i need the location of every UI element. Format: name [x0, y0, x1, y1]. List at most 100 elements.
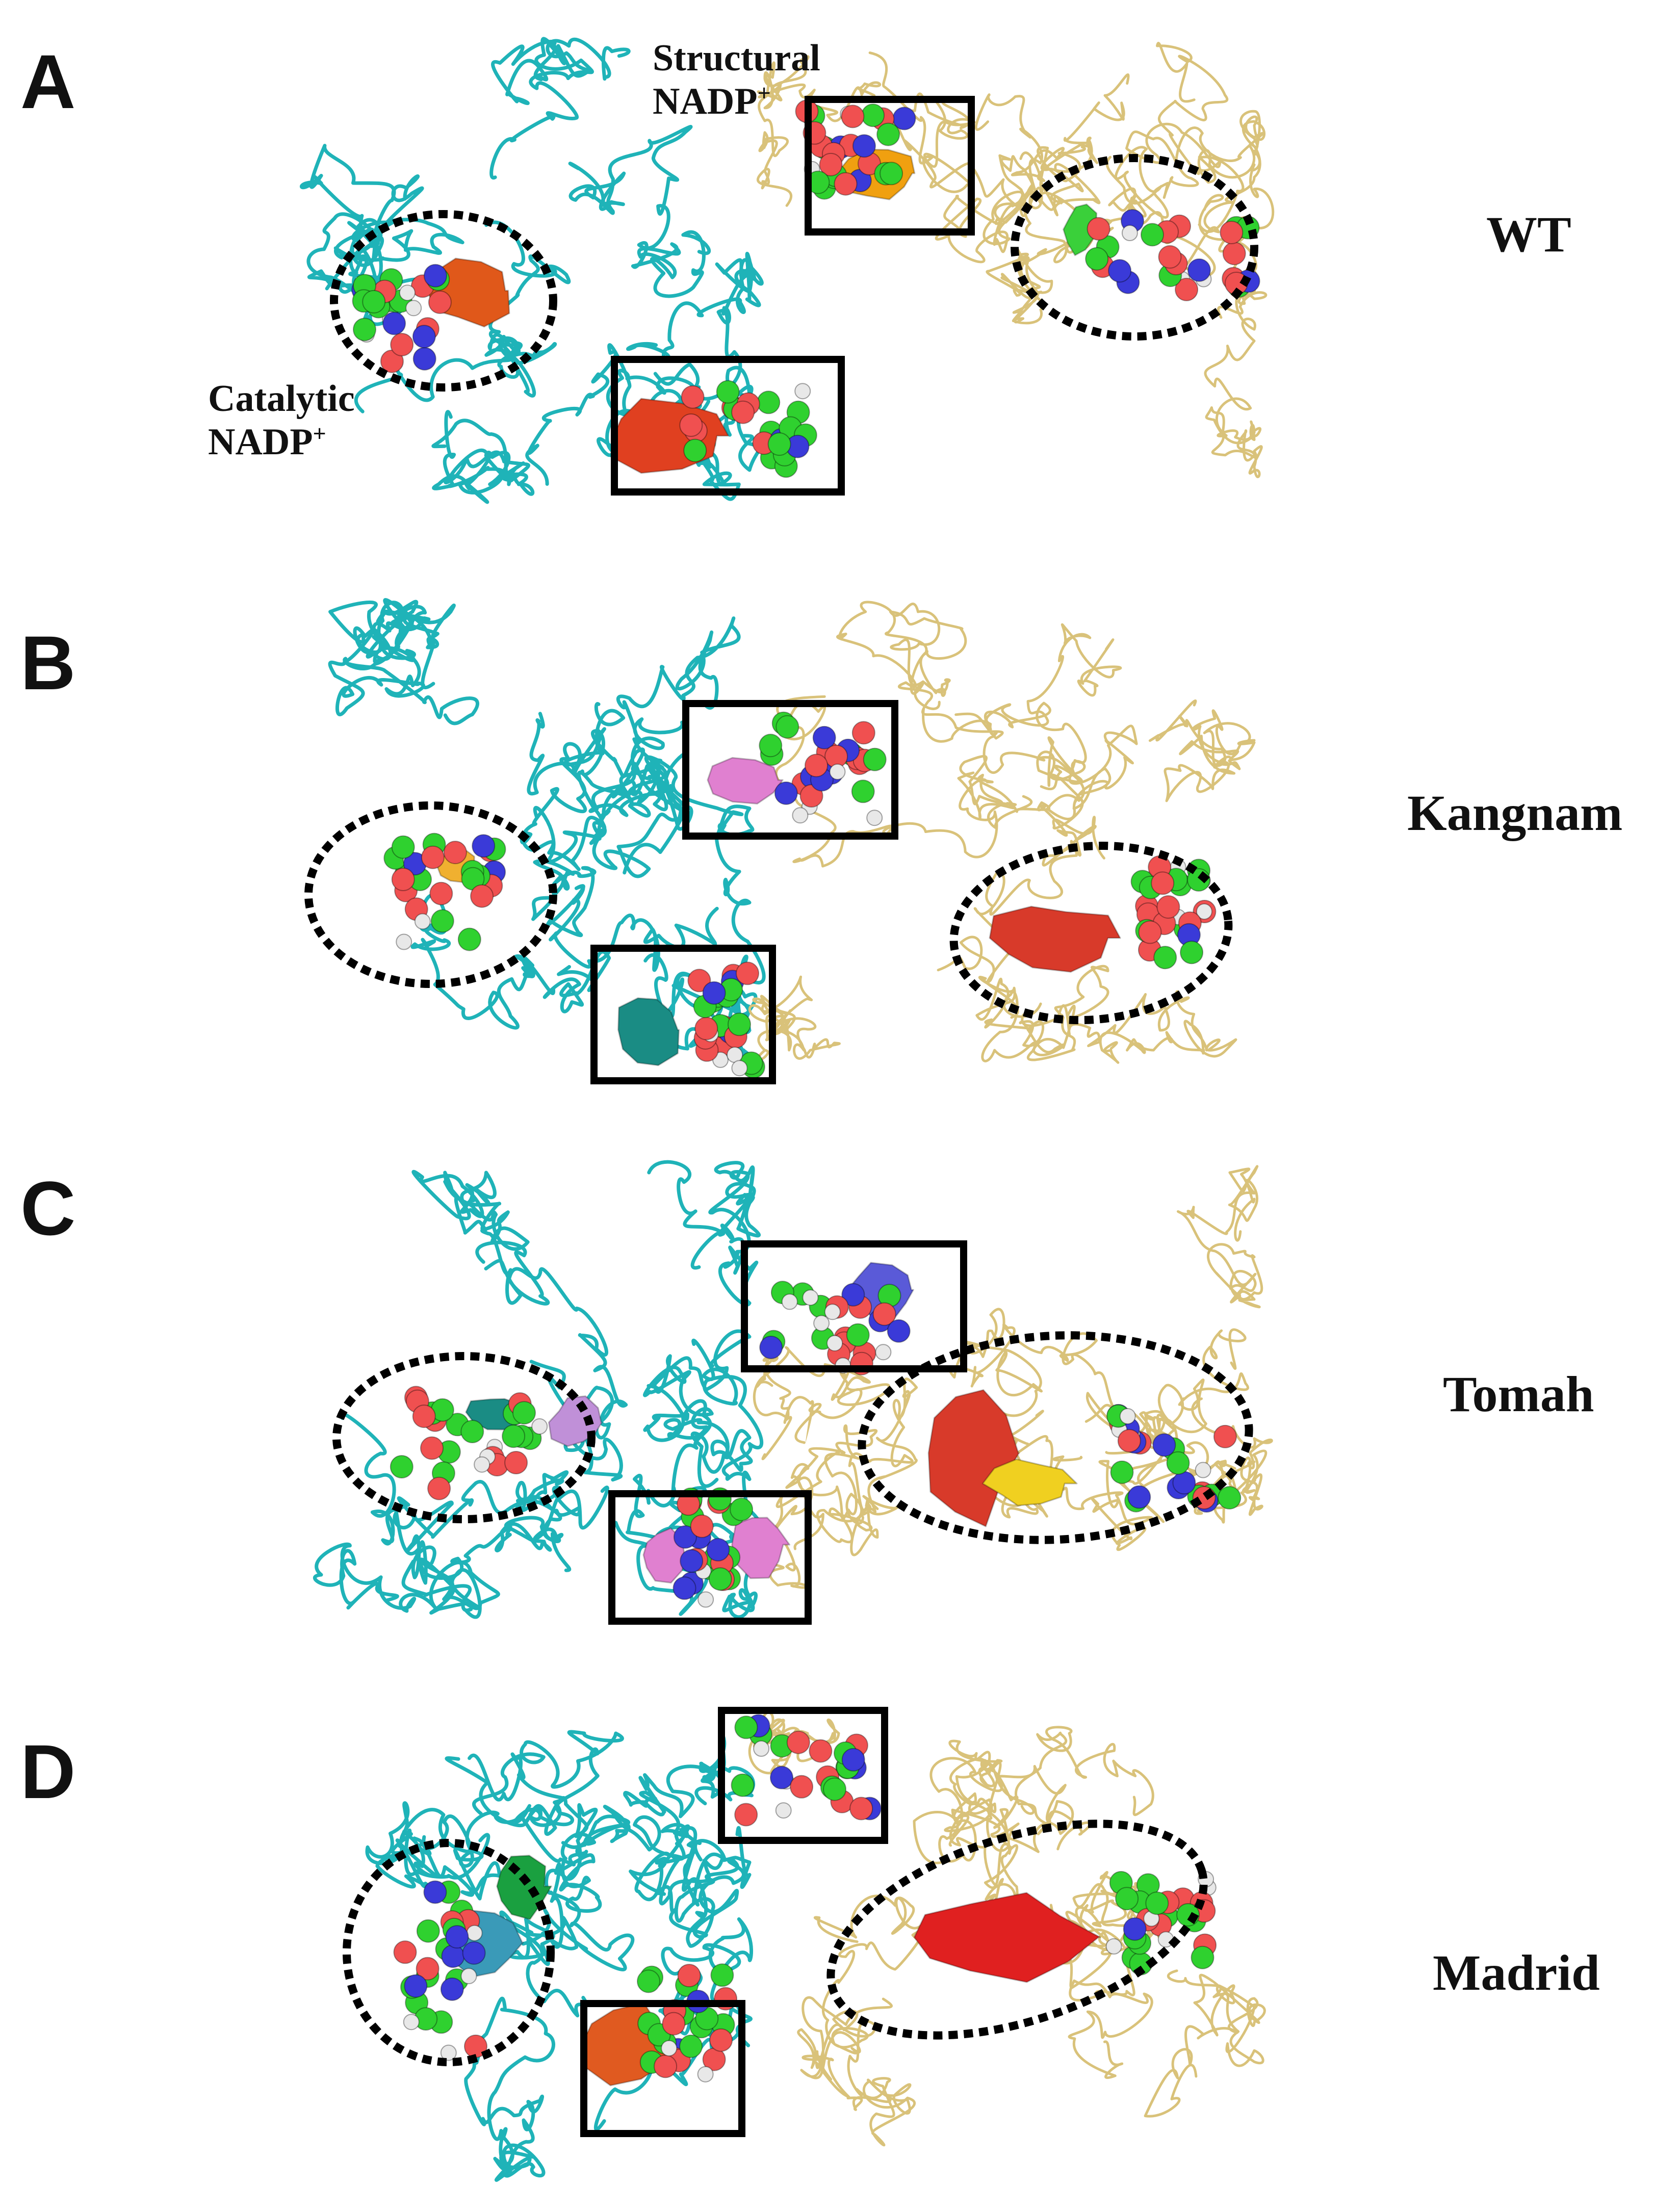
- atom-sphere: [767, 432, 791, 456]
- chain-a-backbone: [629, 1826, 745, 1948]
- atom-sphere: [734, 1715, 758, 1739]
- atom-sphere: [851, 779, 875, 803]
- atom-sphere: [673, 1525, 697, 1549]
- chain-b-backbone: [1036, 724, 1138, 860]
- atom-sphere: [404, 1974, 428, 1998]
- atom-sphere: [662, 2012, 686, 2036]
- atom-sphere: [1158, 245, 1182, 269]
- atom-sphere: [460, 1968, 477, 1985]
- chain-b-backbone: [748, 1711, 840, 1775]
- chain-b-backbone: [1021, 990, 1237, 1064]
- chain-a-backbone: [299, 144, 464, 294]
- atom-sphere: [863, 747, 887, 771]
- atom-sphere: [416, 1919, 440, 1943]
- atom-sphere: [677, 1964, 701, 1988]
- atom-sphere: [1195, 1462, 1211, 1478]
- atom-sphere: [823, 1777, 846, 1801]
- chain-a-backbone: [393, 1470, 581, 1579]
- chain-b-backbone: [763, 1424, 878, 1589]
- structural-nadp-label: Structural NADP+: [653, 37, 820, 123]
- atom-sphere: [872, 1302, 896, 1326]
- chain-b-backbone: [935, 154, 1092, 264]
- atom-sphere: [420, 1436, 444, 1460]
- nadp-spacefill: [1106, 1403, 1242, 1513]
- atom-sphere: [790, 1775, 814, 1799]
- atom-sphere: [753, 1740, 770, 1757]
- atom-sphere: [809, 1739, 833, 1763]
- chain-a-backbone: [401, 1485, 609, 1619]
- atom-sphere: [1166, 1451, 1190, 1475]
- atom-sphere: [679, 2034, 703, 2058]
- atom-sphere: [819, 152, 843, 176]
- atom-sphere: [681, 385, 705, 409]
- protein-structure-panel: [299, 37, 1275, 504]
- atom-sphere: [380, 349, 404, 373]
- atom-sphere: [470, 884, 494, 908]
- ligand-surface: [913, 1892, 1101, 1983]
- atom-sphere: [759, 734, 783, 758]
- atom-sphere: [399, 284, 416, 301]
- nadp-spacefill: [731, 1714, 882, 1827]
- chain-b-backbone: [1177, 1165, 1263, 1309]
- chain-a-backbone: [464, 1996, 555, 2182]
- atom-sphere: [390, 333, 414, 356]
- atom-sphere: [423, 264, 447, 288]
- panel-d: D Madrid: [0, 1687, 1680, 2210]
- catalytic-site-oval: [343, 1839, 555, 2066]
- atom-sphere: [429, 881, 453, 905]
- chain-b-backbone: [748, 975, 841, 1063]
- panel-letter-b: B: [20, 620, 76, 706]
- chain-a-backbone: [533, 616, 741, 878]
- atom-sphere: [391, 835, 415, 859]
- atom-sphere: [1196, 903, 1212, 920]
- atom-sphere: [770, 1765, 793, 1789]
- catalytic-site-oval: [330, 210, 557, 392]
- atom-sphere: [405, 300, 422, 317]
- chain-a-backbone: [489, 37, 631, 180]
- structural-label-sup: +: [757, 80, 771, 106]
- atom-sphere: [1156, 895, 1180, 919]
- atom-sphere: [731, 400, 755, 424]
- atom-sphere: [813, 1315, 830, 1332]
- atom-sphere: [403, 2014, 420, 2031]
- panel-c: C Tomah: [0, 1127, 1680, 1687]
- ligand-surface: [981, 1458, 1078, 1506]
- chain-b-backbone: [1187, 1397, 1273, 1524]
- atom-sphere: [1117, 1429, 1141, 1453]
- nadp-spacefill: [351, 264, 452, 373]
- atom-sphere: [794, 383, 811, 400]
- structural-site-box: [718, 1707, 888, 1844]
- chain-a-backbone: [593, 1917, 754, 2131]
- atom-sphere: [502, 1424, 526, 1448]
- chain-a-backbone: [626, 251, 764, 410]
- atom-sphere: [393, 1940, 417, 1964]
- atom-sphere: [472, 834, 496, 858]
- nadp-spacefill: [390, 1386, 548, 1500]
- ligand-surface: [927, 1389, 1020, 1527]
- atom-sphere: [887, 1319, 911, 1343]
- nadp-spacefill: [393, 1880, 487, 2061]
- catalytic-label-line2: NADP: [208, 421, 313, 463]
- variant-label-wt: WT: [1486, 206, 1571, 263]
- structural-site-box: [682, 700, 898, 840]
- variant-label-madrid: Madrid: [1433, 1944, 1600, 2001]
- chain-b-backbone: [937, 773, 1097, 984]
- chain-a-backbone: [354, 220, 571, 413]
- protein-structure-panel: [304, 598, 1256, 1084]
- structural-site-box: [608, 1490, 812, 1625]
- atom-sphere: [1119, 1408, 1136, 1424]
- atom-sphere: [1187, 258, 1211, 282]
- atom-sphere: [683, 438, 707, 462]
- atom-sphere: [504, 1451, 528, 1474]
- atom-sphere: [731, 1773, 755, 1797]
- atom-sphere: [531, 1418, 548, 1435]
- panel-letter-d: D: [20, 1729, 76, 1814]
- atom-sphere: [774, 781, 798, 805]
- atom-sphere: [697, 2066, 714, 2083]
- atom-sphere: [687, 969, 711, 993]
- atom-sphere: [1085, 247, 1109, 271]
- atom-sphere: [637, 1969, 660, 1993]
- ligand-surface: [731, 1517, 790, 1579]
- atom-sphere: [841, 105, 865, 128]
